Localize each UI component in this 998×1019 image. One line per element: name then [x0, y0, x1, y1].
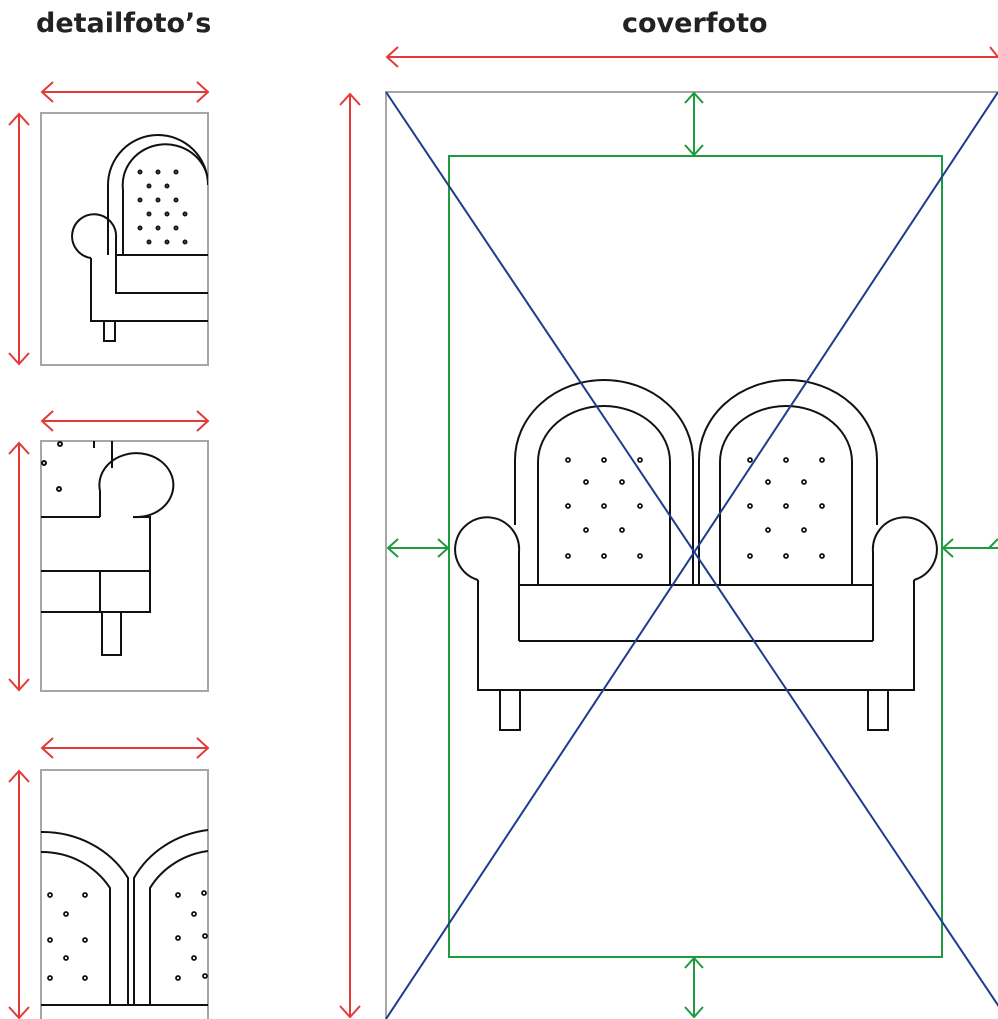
width-arrow: [40, 410, 210, 432]
width-arrow: [40, 737, 210, 759]
detail-photos-title: detailfoto’s: [36, 8, 212, 39]
right-margin-arrow: [941, 538, 998, 558]
height-arrow: [8, 769, 30, 1019]
safe-area-rectangle: [448, 155, 943, 958]
detail-photo-3: [8, 737, 210, 1019]
diagonal-lines: [385, 91, 998, 1019]
bottom-margin-arrow: [684, 956, 704, 1019]
left-margin-arrow: [386, 538, 450, 558]
cover-height-arrow: [339, 92, 361, 1019]
armchair-arm-detail-icon: [41, 441, 175, 656]
cover-photo: [339, 46, 998, 1019]
height-arrow: [8, 112, 30, 366]
cover-photo-title: coverfoto: [622, 8, 768, 39]
detail-photo-1: [8, 81, 210, 366]
top-margin-arrow: [684, 91, 704, 157]
armchair-icon: [71, 134, 208, 342]
detail-photo-2: [8, 410, 210, 692]
height-arrow: [8, 441, 30, 692]
cover-width-arrow: [385, 46, 998, 68]
sofa-backrest-detail-icon: [41, 829, 208, 1006]
width-arrow: [40, 81, 210, 103]
